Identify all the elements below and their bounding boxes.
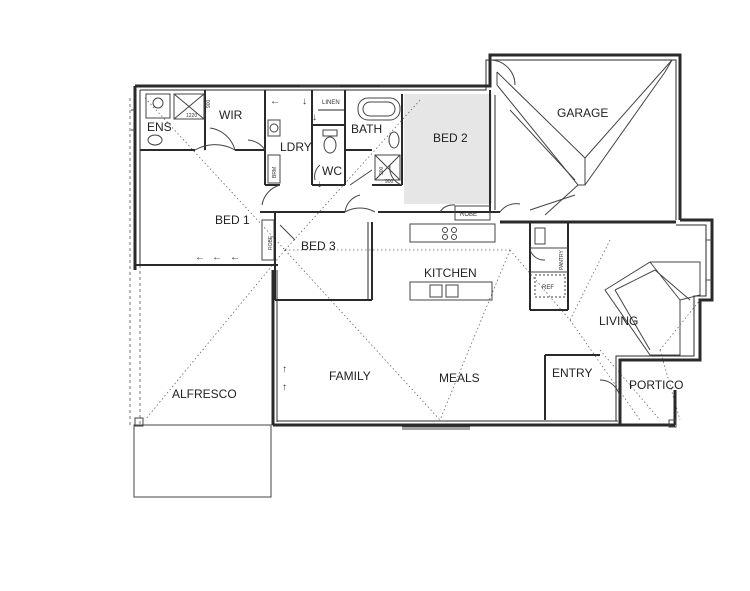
room-label-entry: ENTRY: [552, 366, 592, 380]
room-label-bed3: BED 3: [301, 239, 336, 253]
alfresco-slab: [133, 417, 677, 498]
room-label-garage: GARAGE: [557, 106, 608, 120]
room-label-wir: WIR: [219, 108, 243, 122]
svg-text:←: ←: [195, 252, 205, 263]
svg-text:↑: ↑: [282, 364, 287, 375]
brm-label: BRM: [272, 167, 278, 178]
room-label-ldry: LDRY: [280, 140, 312, 154]
robe-label-bed2: ROBE: [460, 212, 477, 218]
dim-label-900-ens: 900: [206, 99, 212, 108]
room-label-alfresco: ALFRESCO: [172, 387, 237, 401]
fixtures: [145, 93, 566, 298]
room-label-portico: PORTICO: [629, 378, 683, 392]
pantry-label: PANTRY: [559, 250, 565, 270]
room-label-family: FAMILY: [329, 369, 371, 383]
dim-label-900-bath-a: 900: [379, 166, 385, 175]
svg-text:←: ←: [230, 252, 240, 263]
svg-text:↓: ↓: [302, 96, 307, 107]
room-label-kitchen: KITCHEN: [424, 266, 477, 280]
arrows: ← ← ← ← ↓ ↓ ↓ ↑ ↑: [195, 96, 322, 393]
bed2-tile-shading: [404, 94, 492, 204]
room-label-living: LIVING: [599, 314, 638, 328]
room-label-wc: WC: [322, 164, 342, 178]
exterior-walls: [133, 53, 714, 427]
room-label-bath: BATH: [351, 122, 382, 136]
svg-text:↓: ↓: [317, 179, 322, 190]
svg-text:←: ←: [212, 252, 222, 263]
garage-roof: [496, 59, 673, 216]
room-label-linen: LINEN: [322, 100, 340, 106]
living-roof: [599, 261, 701, 421]
room-label-bed1: BED 1: [215, 213, 250, 227]
interior-walls: [140, 90, 676, 420]
svg-text:↓: ↓: [312, 112, 317, 123]
dim-label-1220: 1220: [186, 113, 197, 119]
svg-text:↑: ↑: [282, 382, 287, 393]
robe-label-bed1: ROBE: [268, 235, 274, 250]
ref-label: REF: [542, 285, 554, 291]
room-label-meals: MEALS: [439, 371, 480, 385]
windows: [131, 85, 470, 430]
svg-text:←: ←: [270, 96, 280, 107]
doors: [194, 59, 621, 401]
dim-label-900-bath-b: 900: [385, 179, 394, 185]
room-label-ens: ENS: [147, 120, 172, 134]
room-label-bed2: BED 2: [433, 131, 468, 145]
